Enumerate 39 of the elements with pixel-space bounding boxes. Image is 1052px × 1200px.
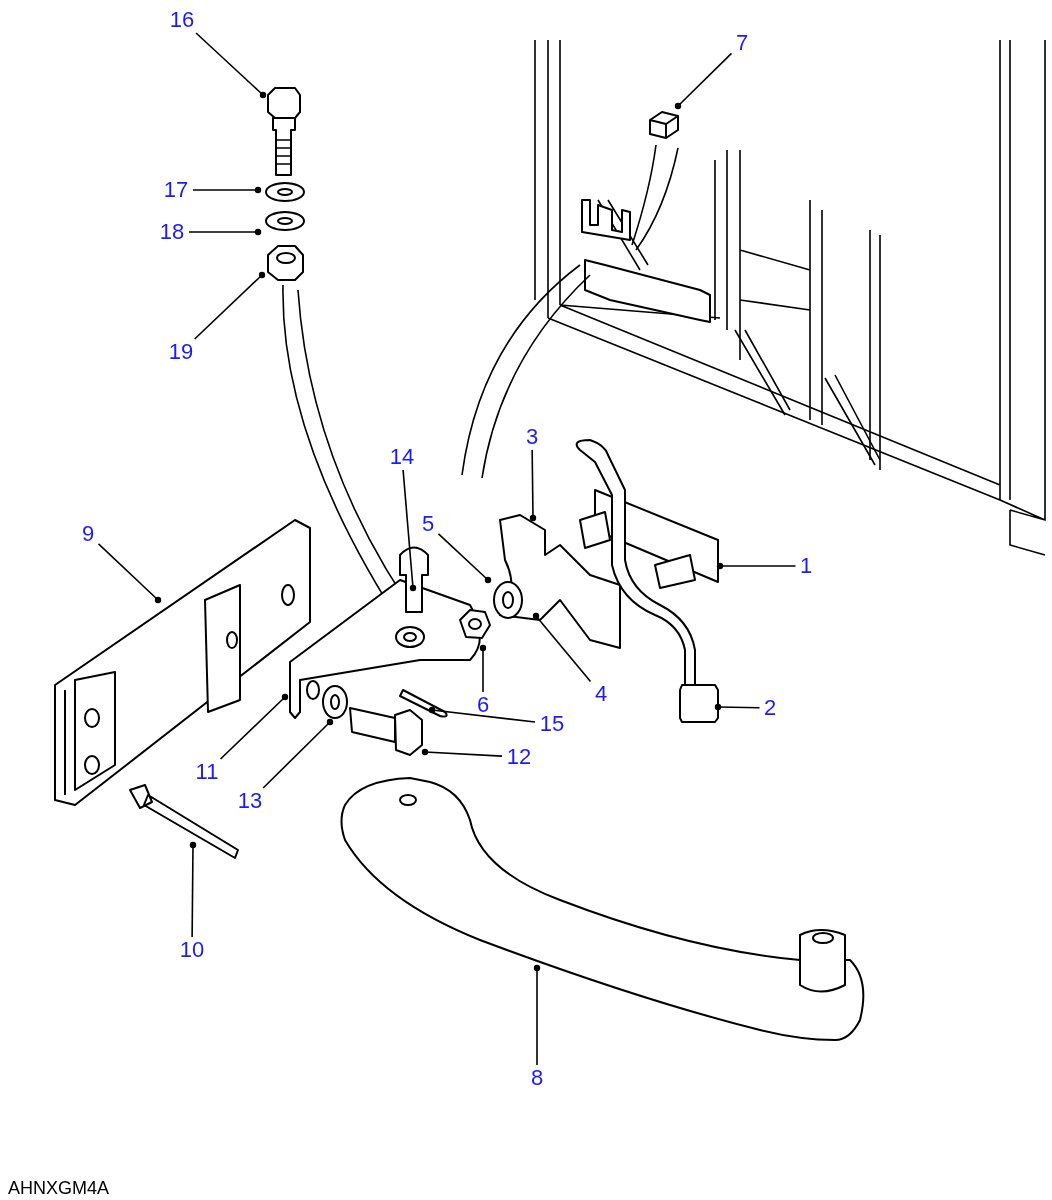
callout-number: 16 — [169, 8, 195, 32]
leader-line — [195, 32, 267, 99]
leader-line — [533, 964, 541, 1066]
callout-number: 1 — [799, 554, 813, 578]
leader-line — [97, 543, 162, 604]
callout-number: 18 — [159, 220, 185, 244]
leader-line — [529, 449, 537, 522]
callout-number: 19 — [168, 340, 194, 364]
callout-number: 10 — [179, 938, 205, 962]
leader-line — [219, 693, 289, 760]
callout-number: 7 — [735, 31, 749, 55]
callout-number: 6 — [476, 693, 490, 717]
callout-number: 11 — [195, 760, 219, 784]
leader-line — [674, 52, 733, 110]
callout-number: 3 — [525, 425, 539, 449]
callout-number: 15 — [539, 712, 565, 736]
callout-number: 9 — [81, 522, 95, 546]
callout-number: 12 — [506, 745, 532, 769]
leader-line — [532, 612, 592, 683]
leader-line — [188, 228, 262, 236]
callout-number: 2 — [763, 696, 777, 720]
leader-line — [193, 271, 266, 340]
leader-line — [437, 533, 492, 584]
leader-line — [421, 748, 503, 757]
leader-line — [192, 186, 262, 194]
leader-line — [716, 562, 797, 570]
leader-line — [262, 718, 334, 789]
leader-line — [714, 703, 761, 711]
callout-number: 14 — [389, 445, 415, 469]
leader-line — [428, 706, 536, 723]
callout-number: 8 — [530, 1066, 544, 1090]
callout-number: 5 — [421, 512, 435, 536]
callout-number: 17 — [163, 178, 189, 202]
leader-line — [402, 469, 417, 592]
callout-number: 13 — [237, 789, 263, 813]
drawing-code: AHNXGM4A — [8, 1178, 110, 1198]
leader-line — [189, 841, 197, 938]
leader-line — [479, 644, 487, 693]
callout-number: 4 — [594, 682, 608, 706]
